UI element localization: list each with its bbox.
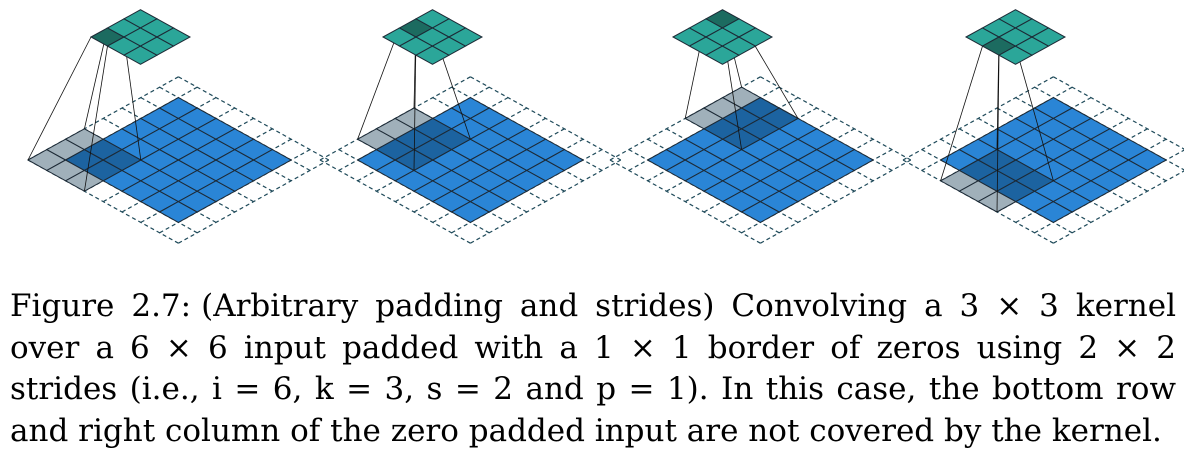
- projection-line: [1015, 45, 1054, 181]
- padding-grid-line: [470, 76, 622, 161]
- padding-grid-line: [1053, 170, 1184, 244]
- padding-grid-line: [178, 76, 330, 161]
- output-cell: [1030, 27, 1067, 47]
- projection-line: [123, 36, 142, 161]
- input-cell: [544, 149, 585, 171]
- projection-line: [357, 27, 400, 140]
- projection-line: [413, 36, 417, 171]
- input-cell: [834, 149, 875, 171]
- projection-line: [84, 46, 108, 192]
- projection-line: [940, 45, 983, 181]
- output-cell: [447, 27, 484, 47]
- input-cell: [1127, 149, 1168, 171]
- output-cell: [155, 27, 192, 47]
- figure-caption: Figure 2.7:(Arbitrary padding and stride…: [10, 286, 1176, 452]
- padding-grid-line: [760, 159, 912, 244]
- padding-grid-line: [178, 159, 330, 244]
- caption-text: (Arbitrary padding and strides) Convolvi…: [10, 288, 1176, 449]
- padding-grid-line: [1053, 76, 1184, 150]
- convolution-figure: [26, 9, 1184, 244]
- padding-grid-line: [760, 76, 912, 161]
- projection-line: [27, 36, 92, 161]
- figure-label: Figure 2.7:: [10, 288, 192, 324]
- projection-line: [84, 27, 108, 129]
- input-cell: [252, 149, 293, 171]
- padding-grid-line: [470, 159, 622, 244]
- output-cell: [737, 27, 774, 47]
- projection-line: [996, 55, 1000, 213]
